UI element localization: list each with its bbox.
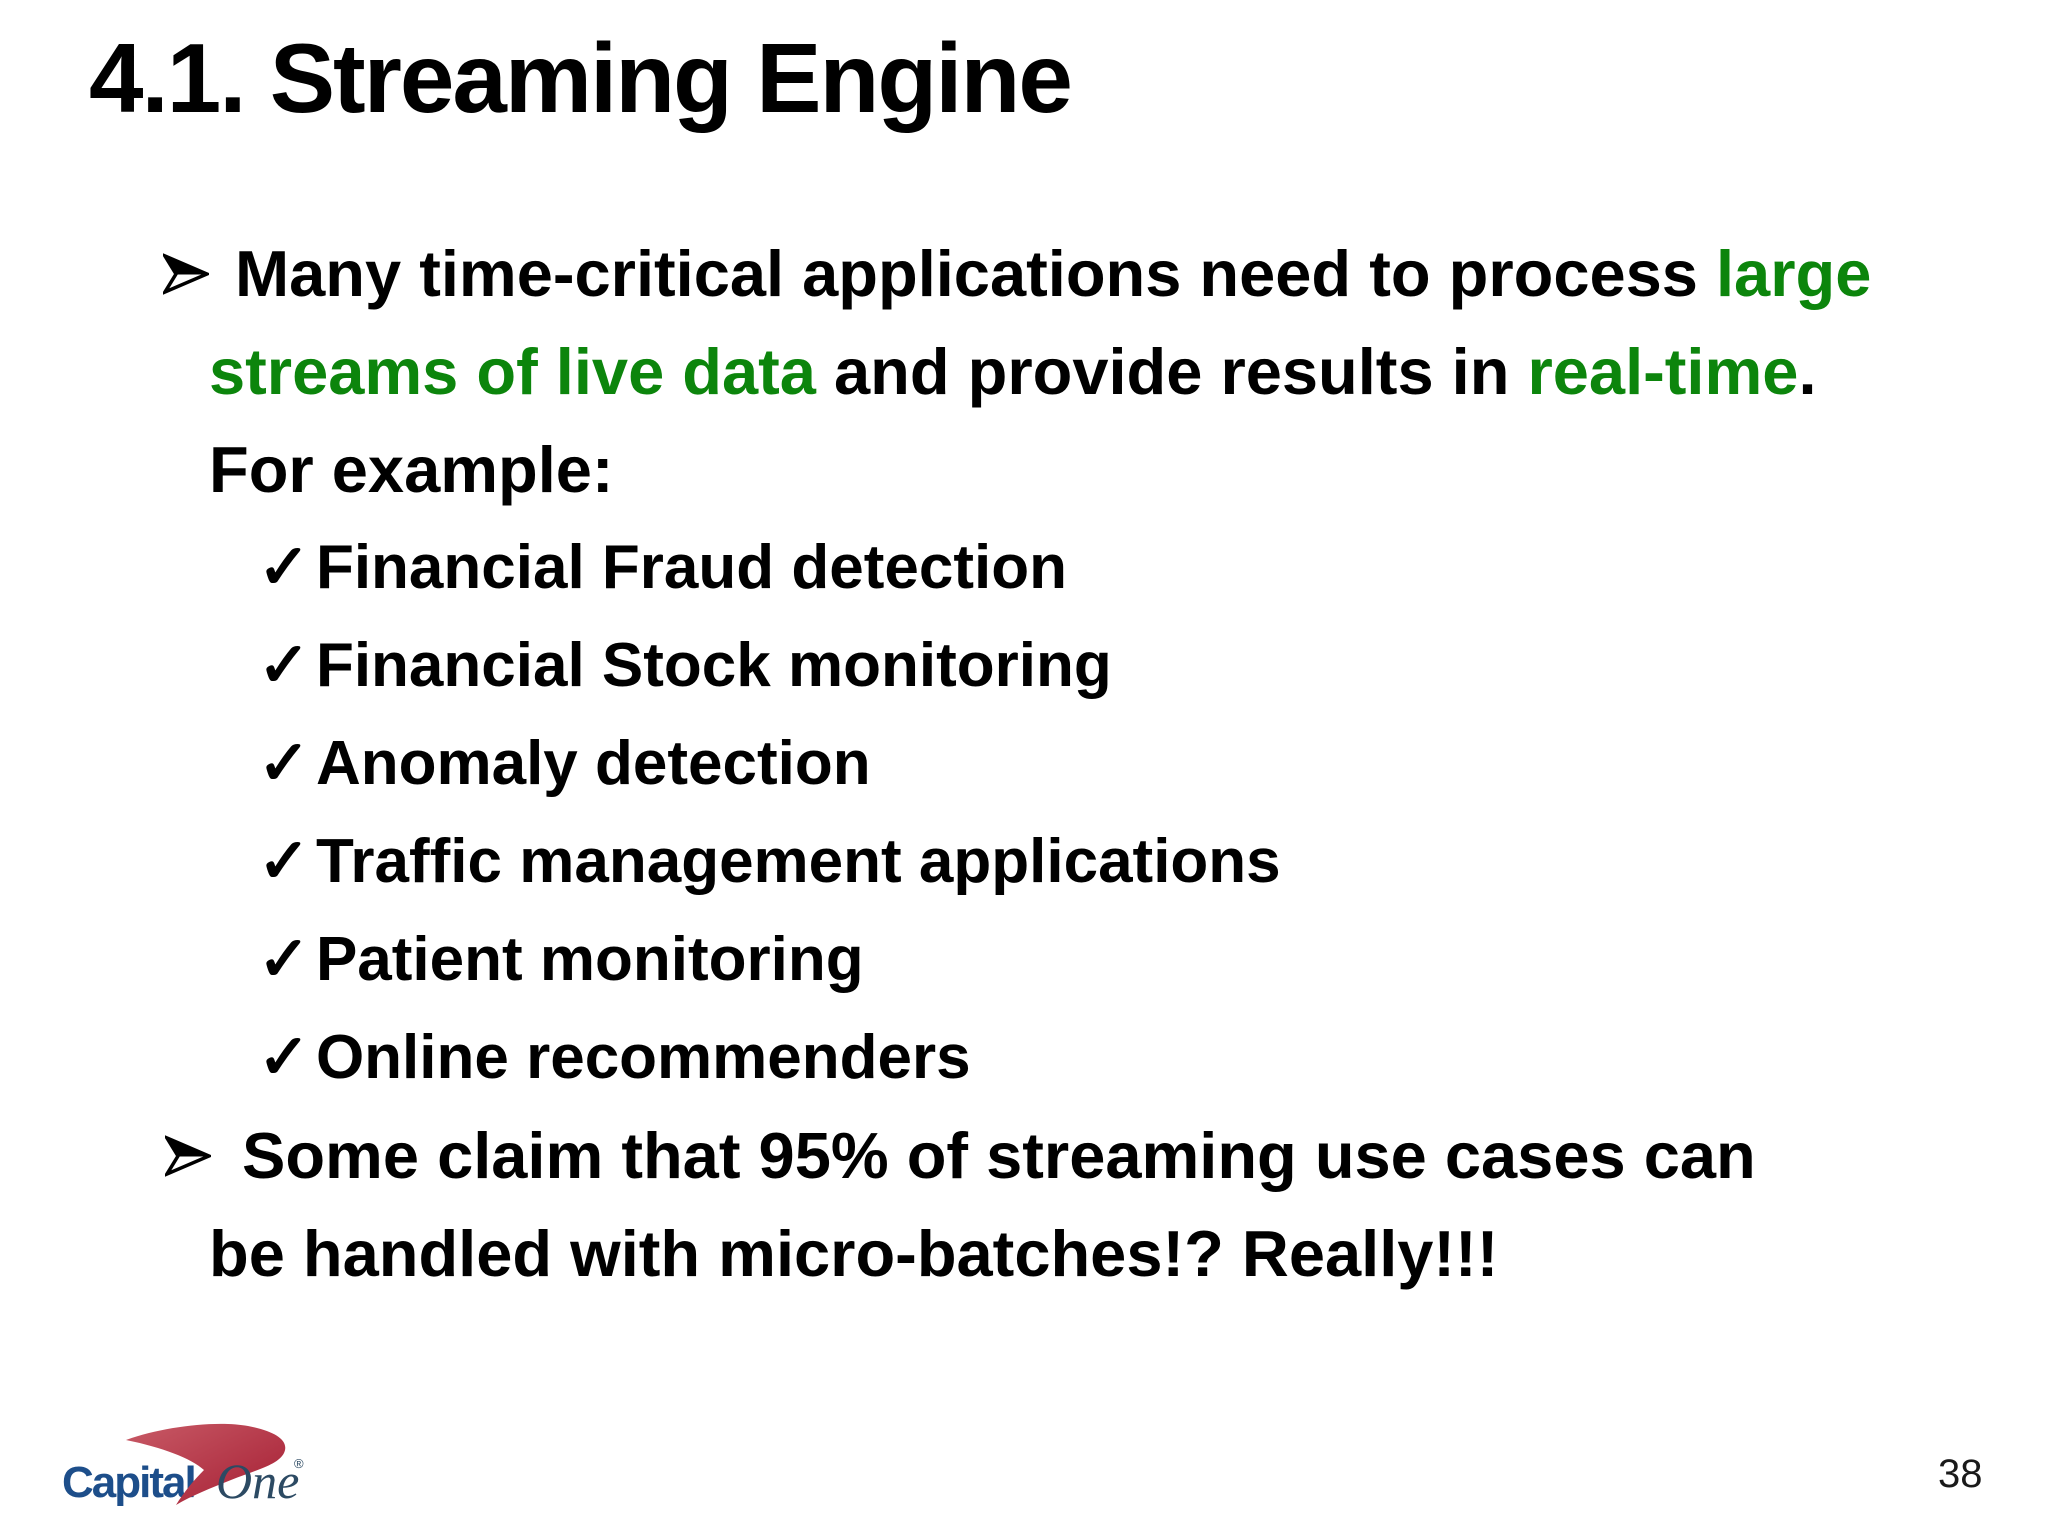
bullet1-line2: streams of live data and provide results… xyxy=(0,323,2048,421)
bullet1-line1: Many time-critical applications need to … xyxy=(0,225,2048,323)
bullet1-line3: For example: xyxy=(209,433,614,506)
list-item-label: Online recommenders xyxy=(315,1023,971,1092)
bullet1-line2-green2: real-time xyxy=(1527,335,1799,408)
checkmark-icon: ✓ xyxy=(258,729,310,798)
bullet1-line1-green: large xyxy=(1715,237,1872,310)
bullet-arrow-icon xyxy=(165,1135,211,1177)
page-number: 38 xyxy=(1938,1452,1983,1496)
bullet2-line1: Some claim that 95% of streaming use cas… xyxy=(242,1119,1756,1192)
checkmark-icon: ✓ xyxy=(258,631,310,700)
logo-registered-mark: ® xyxy=(294,1456,304,1471)
checkmark-icon: ✓ xyxy=(258,533,310,602)
list-item: ✓Patient monitoring xyxy=(0,911,2048,1009)
logo-capital-text: Capital xyxy=(62,1458,195,1507)
list-item: ✓Anomaly detection xyxy=(0,715,2048,813)
list-item-label: Traffic management applications xyxy=(315,827,1281,896)
list-item-label: Financial Stock monitoring xyxy=(315,631,1112,700)
slide-body: Many time-critical applications need to … xyxy=(0,225,2048,1303)
list-item-label: Financial Fraud detection xyxy=(315,533,1067,602)
list-item: ✓Traffic management applications xyxy=(0,813,2048,911)
capital-one-logo: Capital One ® xyxy=(56,1420,308,1516)
bullet-arrow-icon xyxy=(163,253,209,295)
bullet1-line2-green1: streams of live data xyxy=(209,335,816,408)
bullet2-line2: be handled with micro-batches!? Really!!… xyxy=(209,1217,1499,1290)
bullet1-line1-black: Many time-critical applications need to … xyxy=(235,237,1716,310)
bullet1-line2-black: and provide results in xyxy=(815,335,1528,408)
list-item: ✓Online recommenders xyxy=(0,1009,2048,1107)
bullet1-line2-period: . xyxy=(1798,335,1817,408)
logo-one-text: One xyxy=(216,1453,299,1509)
list-item: ✓Financial Stock monitoring xyxy=(0,617,2048,715)
page-title: 4.1. Streaming Engine xyxy=(89,23,1073,133)
logo-swoosh-icon xyxy=(126,1423,286,1505)
list-item: ✓Financial Fraud detection xyxy=(0,519,2048,617)
checkmark-icon: ✓ xyxy=(258,827,310,896)
checkmark-icon: ✓ xyxy=(258,1023,310,1092)
list-item-label: Anomaly detection xyxy=(315,729,871,798)
checkmark-icon: ✓ xyxy=(258,925,310,994)
list-item-label: Patient monitoring xyxy=(315,925,864,994)
